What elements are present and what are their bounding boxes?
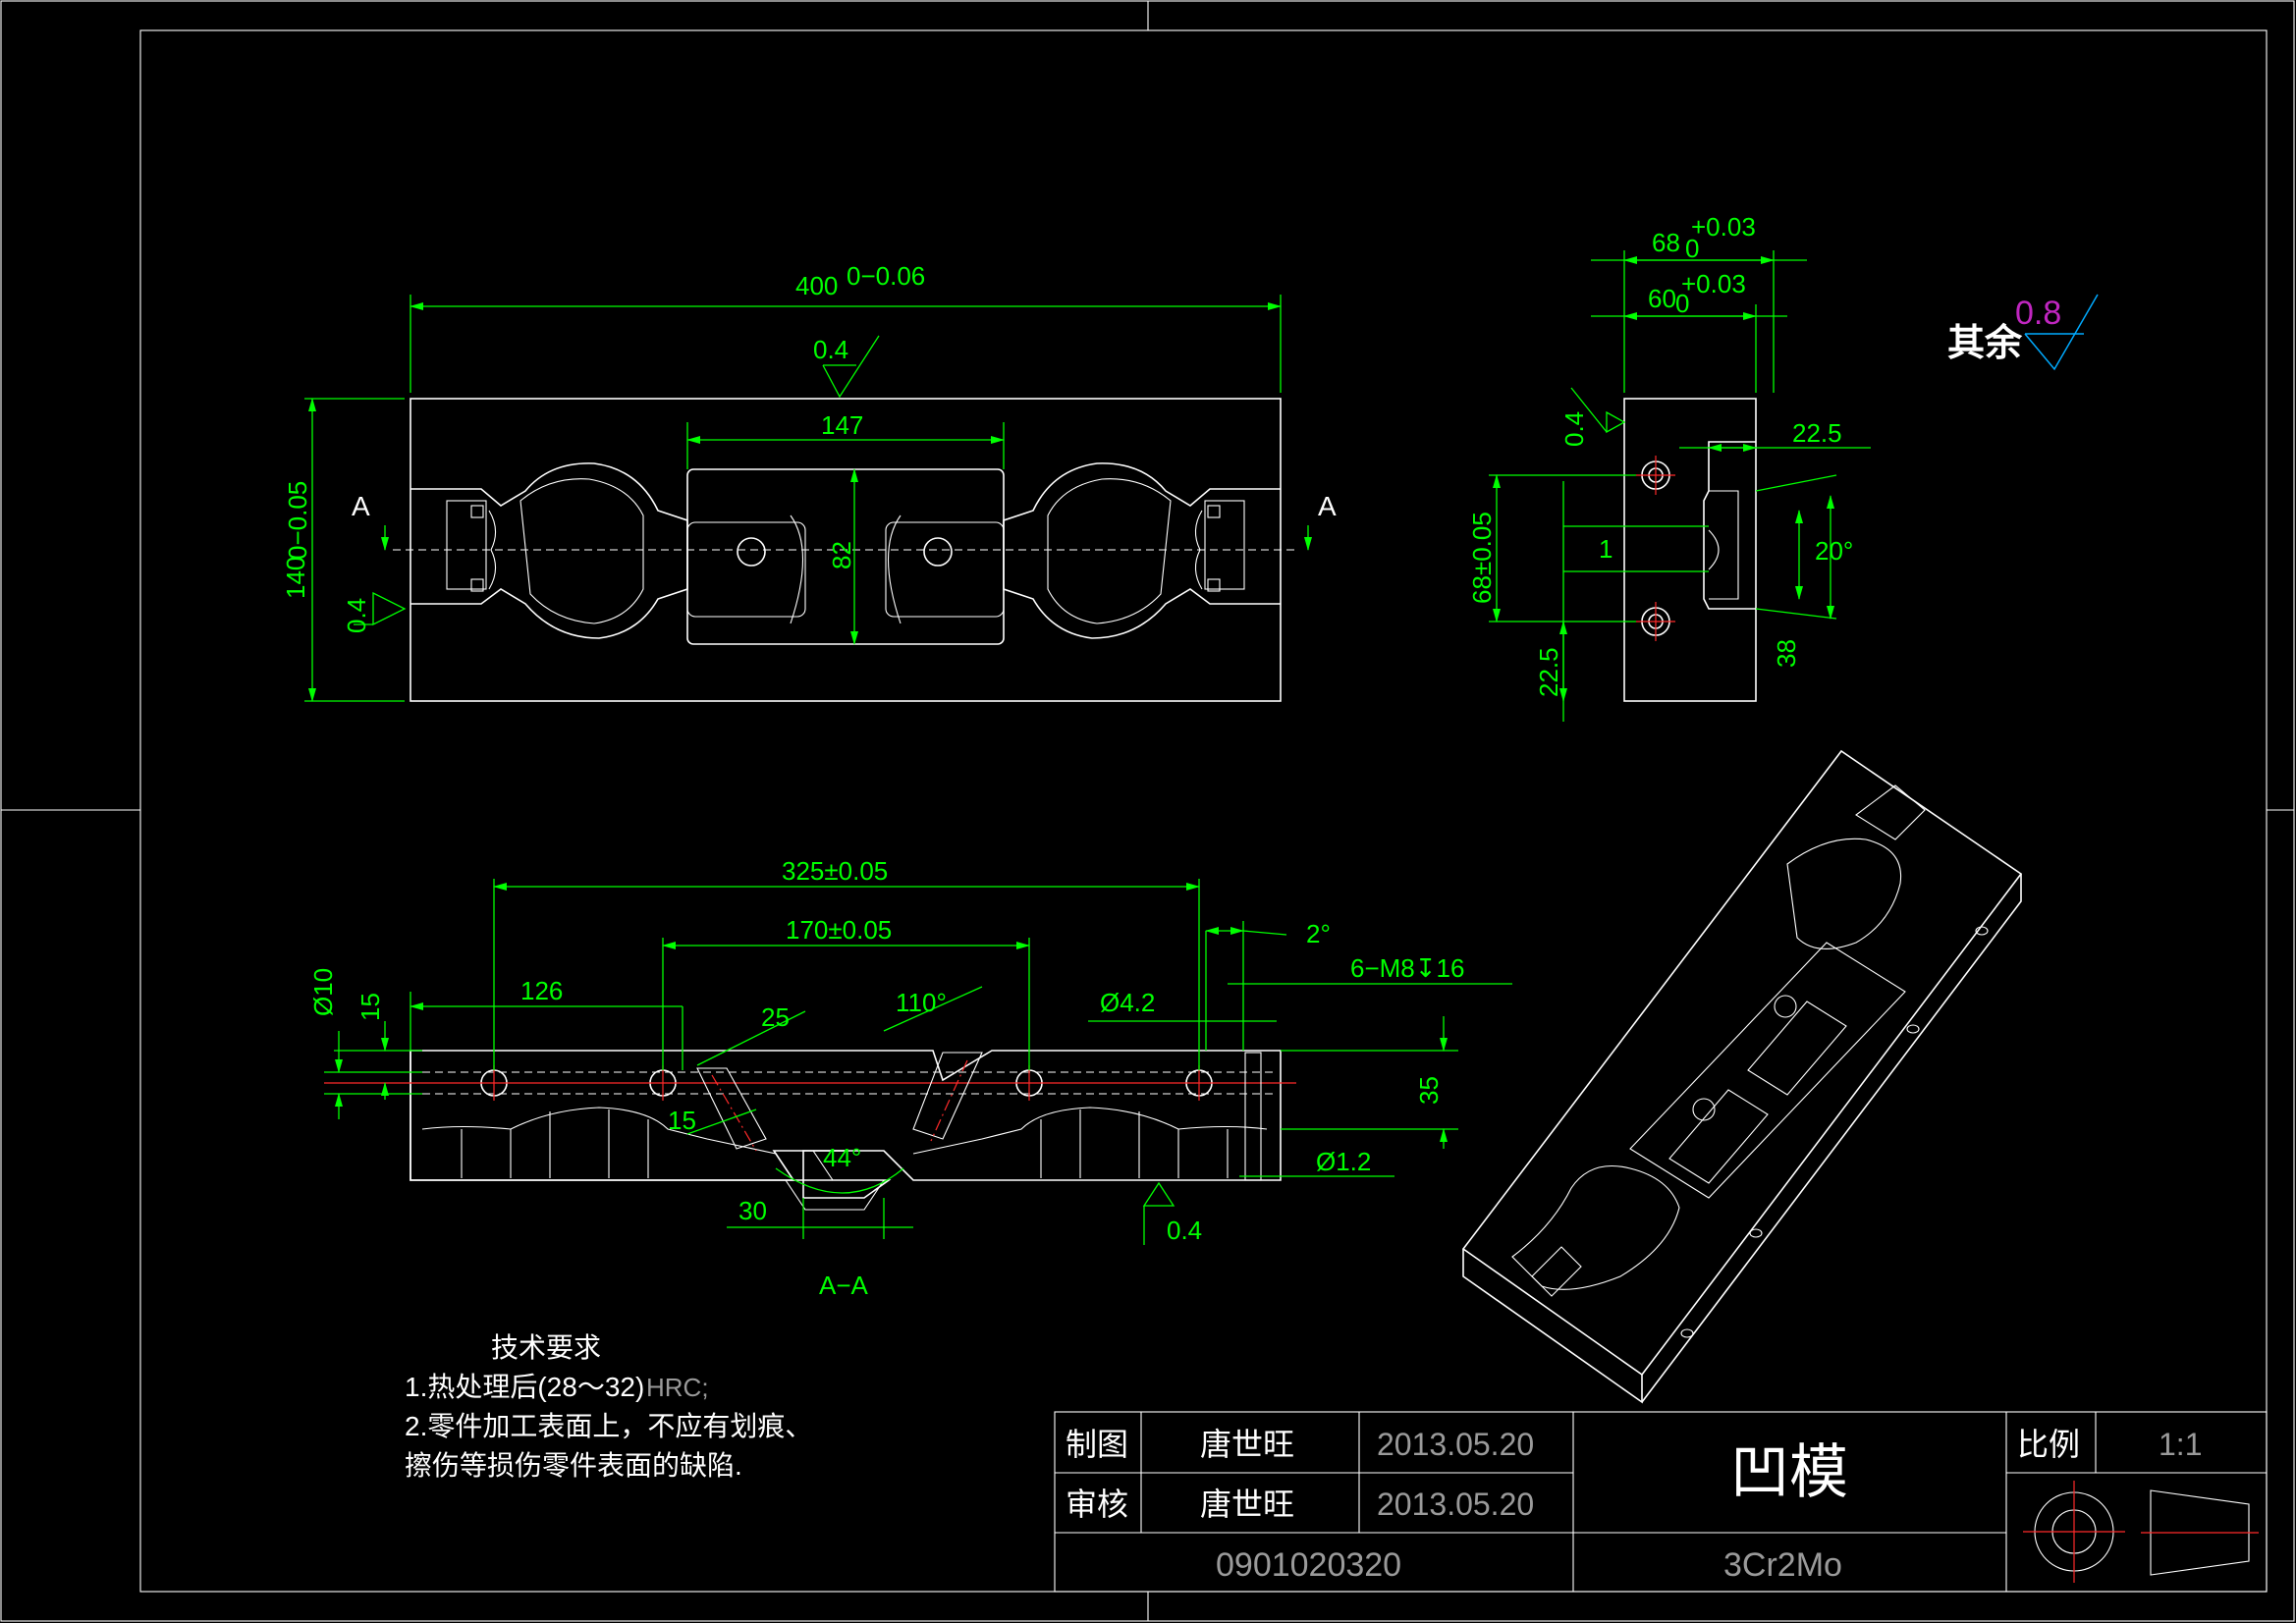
height-35: 35	[1414, 1076, 1444, 1105]
left-15: 15	[355, 993, 385, 1021]
other-roughness-value: 0.8	[2015, 295, 2061, 332]
part-name: 凹模	[1730, 1439, 1848, 1505]
check-label: 审核	[1066, 1487, 1128, 1522]
notes-line2: 2.零件加工表面上，不应有划痕、	[405, 1411, 812, 1441]
side-view	[1623, 398, 1757, 702]
offset-top-dim: 22.5	[1792, 418, 1842, 448]
thread-spec: 6−M8↧16	[1350, 953, 1464, 983]
angle-20: 20°	[1815, 536, 1853, 566]
technical-notes: 技术要求 1.热处理后(28～32) HRC; 2.零件加工表面上，不应有划痕、…	[405, 1332, 812, 1481]
drawn-by: 唐世旺	[1200, 1427, 1294, 1462]
section-length-dim: 325±0.05	[782, 856, 888, 886]
width-inner-dim: 60	[1648, 284, 1676, 313]
height-dim: 140	[281, 557, 310, 599]
roughness-left: 0.4	[342, 598, 371, 633]
drawn-date: 2013.05.20	[1377, 1427, 1534, 1462]
hole-dia: Ø4.2	[1100, 988, 1155, 1017]
pin-dia: Ø1.2	[1316, 1147, 1371, 1176]
section-view-dimensions: 325±0.05 170±0.05 126 2° 6−M8↧16 Ø4.2 Ø1…	[308, 856, 1512, 1300]
other-roughness-label: 其余	[1947, 322, 2023, 364]
offset-bottom-dim: 22.5	[1534, 647, 1563, 697]
width-outer-tol: +0.03	[1691, 212, 1756, 242]
main-top-view	[393, 398, 1298, 702]
r15-dim: 15	[668, 1106, 696, 1135]
isometric-view	[1461, 749, 2023, 1404]
section-label-left: A	[352, 491, 370, 521]
side-view-dimensions: 68 +0.03 0 60 +0.03 0 0.4 22.5 20° 38 1 …	[1467, 212, 1871, 722]
hole-spacing-dim: 68±0.05	[1467, 512, 1497, 604]
title-block: 制图 唐世旺 2013.05.20 审核 唐世旺 2013.05.20 凹模 比…	[1054, 1411, 2268, 1593]
section-inner-length-dim: 170±0.05	[786, 915, 892, 945]
main-view-dimensions: 400 0−0.06 147 82 140 0−0.05 0.4 0.4 A A	[281, 261, 1337, 702]
left-dia-10: Ø10	[308, 968, 338, 1016]
depth-38: 38	[1772, 639, 1801, 668]
notes-heading: 技术要求	[491, 1332, 601, 1363]
checked-by: 唐世旺	[1200, 1487, 1294, 1522]
scale-label: 比例	[2017, 1427, 2080, 1462]
center-height-dim: 82	[827, 541, 856, 569]
other-roughness-symbol: 其余 0.8	[1947, 294, 2099, 371]
drawn-label: 制图	[1066, 1427, 1128, 1462]
notes-line1: 1.热处理后(28～32)	[405, 1372, 644, 1402]
roughness-top: 0.4	[813, 335, 848, 364]
width-inner-base: 0	[1675, 289, 1689, 318]
notes-line3: 擦伤等损伤零件表面的缺陷.	[405, 1450, 742, 1481]
side-roughness: 0.4	[1559, 411, 1589, 447]
notes-line1-hrc: HRC;	[646, 1373, 709, 1402]
section-title: A−A	[819, 1271, 869, 1300]
projection-symbol-icon	[2023, 1481, 2259, 1583]
width-outer-base: 0	[1685, 234, 1699, 263]
scale-value: 1:1	[2159, 1427, 2202, 1462]
angle-110: 110°	[896, 988, 947, 1017]
overall-length-dim: 400	[795, 271, 838, 300]
section-view	[324, 1050, 1296, 1211]
overall-length-tol: 0−0.06	[847, 261, 925, 291]
left-offset-dim: 126	[520, 976, 563, 1005]
drawing-number: 0901020320	[1216, 1546, 1401, 1584]
bottom-30: 30	[738, 1196, 767, 1225]
center-length-dim: 147	[821, 410, 863, 440]
width-outer-dim: 68	[1652, 228, 1680, 257]
width-inner-tol: +0.03	[1681, 269, 1746, 298]
small-1: 1	[1599, 534, 1613, 564]
section-label-right: A	[1318, 491, 1337, 521]
height-tol: 0−0.05	[283, 481, 312, 560]
material: 3Cr2Mo	[1723, 1546, 1842, 1584]
section-roughness: 0.4	[1167, 1216, 1202, 1245]
angle-44: 44°	[823, 1143, 861, 1172]
r25-dim: 25	[761, 1002, 790, 1032]
check-date: 2013.05.20	[1377, 1487, 1534, 1522]
draft-2: 2°	[1306, 919, 1331, 948]
